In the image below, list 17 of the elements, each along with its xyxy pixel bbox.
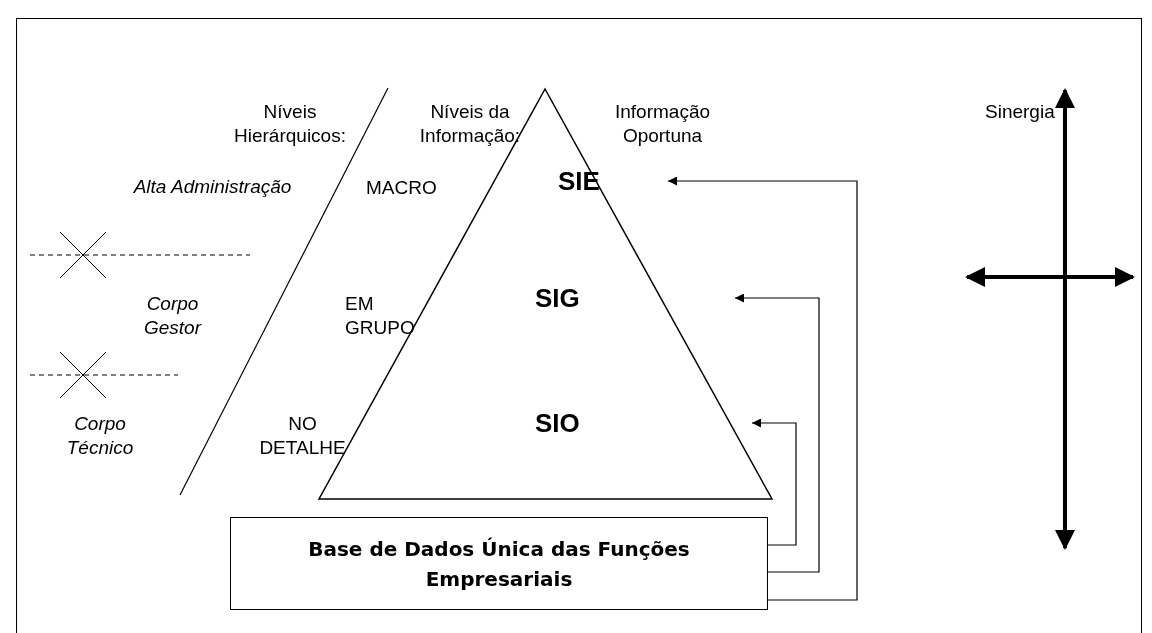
level-label: Sinergia (985, 100, 1056, 124)
level-label: MACRO (366, 176, 438, 200)
level-label: Corpo Técnico (65, 412, 135, 460)
database-box: Base de Dados Única das Funções Empresariais (230, 517, 768, 610)
arrow (667, 176, 858, 601)
level-label: Corpo Gestor (143, 292, 203, 340)
level-label: Alta Administração (132, 175, 293, 199)
level-label: EM GRUPO (345, 292, 416, 340)
level-label: Níveis da Informação: (418, 100, 522, 148)
level-label: SIO (535, 407, 585, 439)
arrow (734, 293, 820, 573)
level-label: NO DETALHE (258, 412, 347, 460)
level-label: Informação Oportuna (613, 100, 711, 148)
level-label: SIG (535, 282, 585, 314)
level-label: SIE (558, 165, 668, 197)
level-label: Níveis Hierárquicos: (233, 100, 347, 148)
arrow (751, 418, 797, 546)
